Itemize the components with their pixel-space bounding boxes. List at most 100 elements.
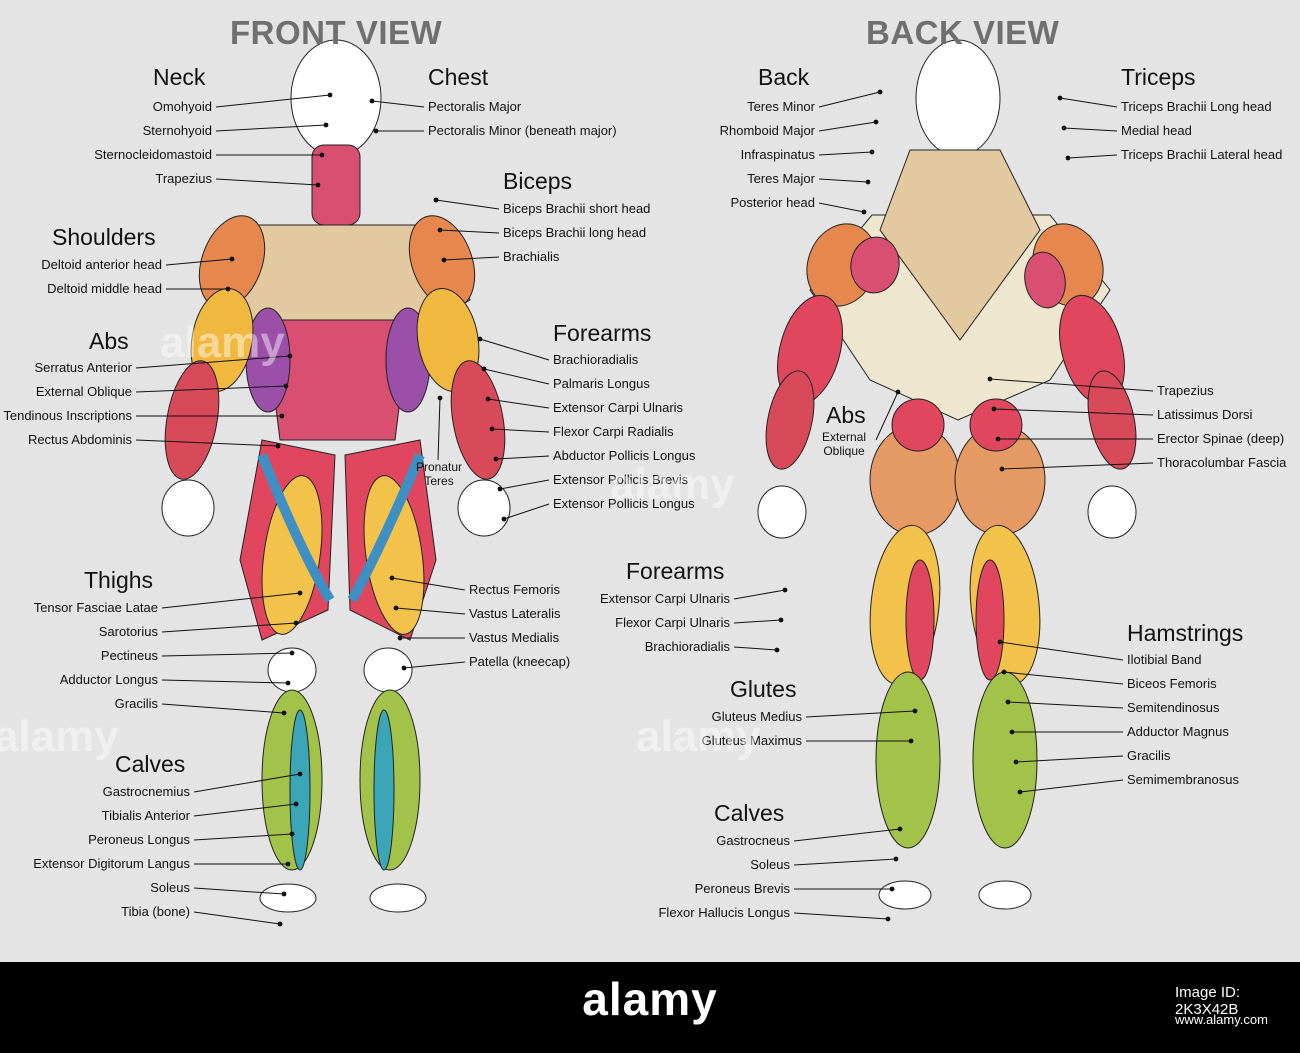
- front-heading: Neck: [153, 64, 206, 90]
- leader-dot: [865, 179, 871, 185]
- leader-dot: [869, 149, 875, 155]
- leader-line: [439, 229, 500, 234]
- front-heading: Chest: [428, 64, 489, 90]
- back-label: Teres Minor: [747, 99, 815, 114]
- leader-line: [479, 338, 550, 361]
- front-foot-left: [259, 883, 317, 913]
- leader-dot: [327, 92, 333, 98]
- leader-line: [793, 912, 889, 920]
- back-label: Trapezius: [1157, 383, 1214, 398]
- front-tibialis-right: [373, 709, 395, 871]
- front-label: Biceps Brachii short head: [503, 201, 651, 216]
- leader-line: [193, 911, 281, 925]
- leader-line: [818, 151, 873, 156]
- back-hand-right: [1087, 485, 1137, 539]
- front-label: Deltoid anterior head: [41, 257, 162, 272]
- leader-dot: [285, 680, 291, 686]
- watermark: alamy: [0, 712, 119, 761]
- front-label: Brachioradialis: [553, 352, 639, 367]
- leader-dot: [437, 227, 443, 233]
- front-label: Gracilis: [114, 696, 158, 711]
- leader-dot: [277, 921, 283, 927]
- front-hand-left: [161, 479, 215, 537]
- back-heading: Triceps: [1121, 64, 1196, 90]
- leader-dot: [297, 590, 303, 596]
- back-hamstring-right: [969, 524, 1041, 686]
- leader-dot: [287, 353, 293, 359]
- leader-dot: [995, 436, 1001, 442]
- front-sartorius-right: [347, 453, 425, 603]
- leader-line: [1001, 462, 1154, 470]
- back-label: Semitendinosus: [1127, 700, 1220, 715]
- leader-dot: [1005, 699, 1011, 705]
- footer-url: www.alamy.com: [1175, 1012, 1268, 1027]
- front-label: Rectus Abdominis: [27, 432, 132, 447]
- leader-dot: [1017, 789, 1023, 795]
- leader-line: [435, 199, 500, 210]
- leader-line: [818, 121, 877, 132]
- leader-dot: [477, 336, 483, 342]
- leader-dot: [229, 256, 235, 262]
- leader-dot: [373, 128, 379, 134]
- back-heading: Calves: [714, 800, 785, 826]
- front-hand-right: [457, 479, 511, 537]
- leader-dot: [885, 916, 891, 922]
- back-label: Posterior head: [730, 195, 815, 210]
- diagram-canvas: [135, 39, 1154, 927]
- leader-dot: [997, 639, 1003, 645]
- leader-dot: [437, 395, 443, 401]
- footer-bar: [0, 962, 1300, 1053]
- leader-dot: [497, 486, 503, 492]
- front-label: Flexor Carpi Radialis: [553, 424, 674, 439]
- leader-line: [793, 828, 901, 842]
- front-heading: Biceps: [503, 168, 573, 194]
- front-view-title: FRONT VIEW: [230, 14, 443, 51]
- back-label: Biceos Femoris: [1127, 676, 1217, 691]
- front-label: External Oblique: [35, 384, 132, 399]
- leader-line: [135, 385, 287, 393]
- leader-line: [1015, 755, 1124, 763]
- leader-line: [818, 178, 869, 183]
- back-calf-left: [875, 671, 941, 849]
- back-view-title: BACK VIEW: [866, 14, 1060, 51]
- leader-dot: [319, 152, 325, 158]
- front-heading: Calves: [115, 751, 186, 777]
- back-trapezius: [879, 149, 1041, 341]
- back-forearm-left: [765, 370, 815, 470]
- back-abs-heading: Abs: [826, 402, 866, 428]
- leader-line: [215, 178, 319, 186]
- back-label: Medial head: [1121, 123, 1192, 138]
- external-oblique-line: Oblique: [823, 444, 865, 458]
- leader-line: [1003, 671, 1124, 685]
- leader-dot: [489, 426, 495, 432]
- front-label: Palmaris Longus: [553, 376, 650, 391]
- pronator-line: Pronatur: [416, 460, 463, 474]
- back-rhomboid: [850, 236, 900, 294]
- leader-dot: [991, 406, 997, 412]
- leader-line: [193, 803, 297, 817]
- back-label: Erector Spinae (deep): [1157, 431, 1285, 446]
- leader-line: [818, 202, 865, 213]
- leader-line: [503, 503, 550, 520]
- front-label: Brachialis: [503, 249, 560, 264]
- leader-lines: [135, 89, 1154, 927]
- leader-line: [161, 679, 289, 684]
- front-label: Tibialis Anterior: [101, 808, 190, 823]
- back-teres-right: [1024, 251, 1066, 309]
- leader-line: [793, 858, 897, 866]
- front-label: Vastus Medialis: [469, 630, 560, 645]
- back-label: Peroneus Brevis: [694, 881, 790, 896]
- back-biceps-femoris-left: [905, 559, 935, 681]
- leader-line: [403, 661, 466, 669]
- front-label: Extensor Pollicis Brevis: [553, 472, 689, 487]
- back-label: Adductor Magnus: [1127, 724, 1229, 739]
- leader-dot: [861, 209, 867, 215]
- back-label: Triceps Brachii Lateral head: [1121, 147, 1283, 162]
- leader-dot: [877, 89, 883, 95]
- leader-line: [193, 833, 293, 841]
- leader-dot: [283, 383, 289, 389]
- back-forearm-right: [1087, 370, 1137, 470]
- leader-dot: [389, 575, 395, 581]
- leader-line: [733, 646, 778, 651]
